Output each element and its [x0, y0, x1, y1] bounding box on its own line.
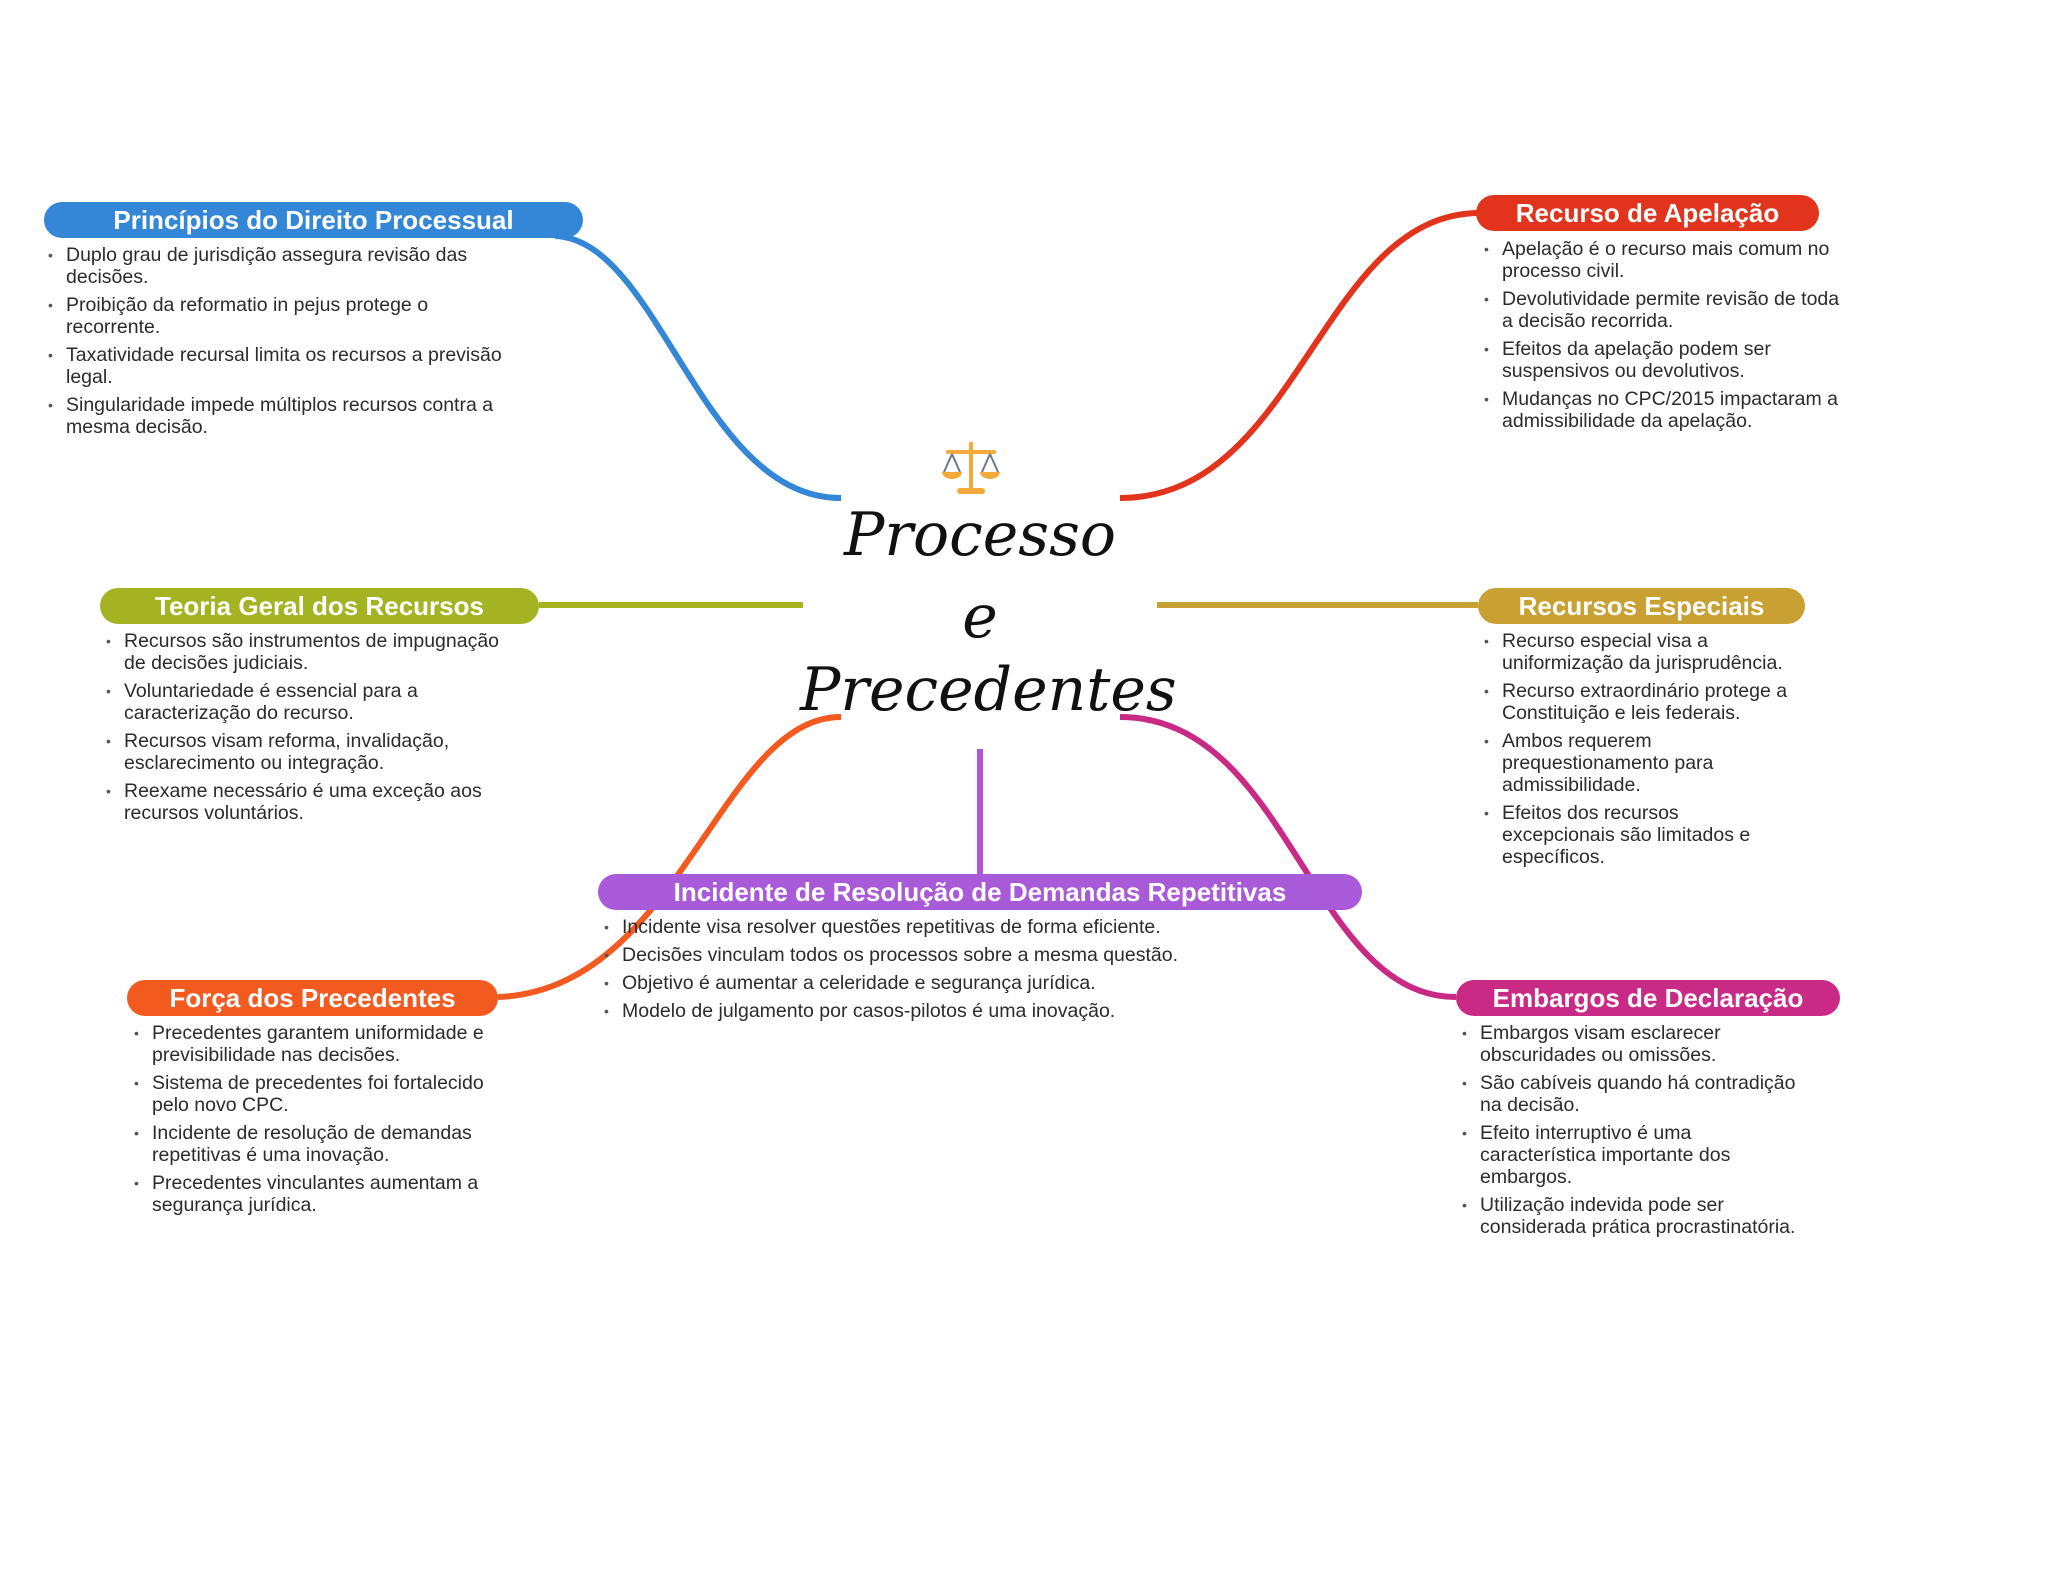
- note: Recurso extraordinário protege a Constit…: [1484, 680, 1792, 724]
- note: São cabíveis quando há contradição na de…: [1462, 1072, 1810, 1116]
- note: Recurso especial visa a uniformização da…: [1484, 630, 1792, 674]
- link-apelacao: [1119, 210, 1481, 501]
- topic-irdr[interactable]: Incidente de Resolução de Demandas Repet…: [598, 874, 1362, 910]
- central-title-line-3: Precedentes: [800, 655, 1177, 725]
- note: Efeitos dos recursos excepcionais são li…: [1484, 802, 1792, 868]
- note: Decisões vinculam todos os processos sob…: [604, 944, 1202, 966]
- note: Voluntariedade é essencial para a caract…: [106, 680, 514, 724]
- note: Taxatividade recursal limita os recursos…: [48, 344, 506, 388]
- notes-irdr: Incidente visa resolver questões repetit…: [604, 916, 1202, 1028]
- topic-teoria[interactable]: Teoria Geral dos Recursos: [100, 588, 539, 624]
- note: Efeito interruptivo é uma característica…: [1462, 1122, 1810, 1188]
- note: Apelação é o recurso mais comum no proce…: [1484, 238, 1842, 282]
- notes-embargos: Embargos visam esclarecer obscuridades o…: [1462, 1022, 1810, 1244]
- note: Proibição da reformatio in pejus protege…: [48, 294, 506, 338]
- note: Mudanças no CPC/2015 impactaram a admiss…: [1484, 388, 1842, 432]
- topic-precedentes[interactable]: Força dos Precedentes: [127, 980, 498, 1016]
- balance-scale-icon: [942, 442, 1000, 494]
- note: Duplo grau de jurisdição assegura revisã…: [48, 244, 506, 288]
- note: Singularidade impede múltiplos recursos …: [48, 394, 506, 438]
- note: Objetivo é aumentar a celeridade e segur…: [604, 972, 1202, 994]
- note: Utilização indevida pode ser considerada…: [1462, 1194, 1810, 1238]
- note: Embargos visam esclarecer obscuridades o…: [1462, 1022, 1810, 1066]
- note: Incidente de resolução de demandas repet…: [134, 1122, 492, 1166]
- note: Incidente visa resolver questões repetit…: [604, 916, 1202, 938]
- note: Modelo de julgamento por casos-pilotos é…: [604, 1000, 1202, 1022]
- link-embargos: [1119, 714, 1457, 1000]
- note: Precedentes vinculantes aumentam a segur…: [134, 1172, 492, 1216]
- topic-apelacao[interactable]: Recurso de Apelação: [1476, 195, 1819, 231]
- notes-apelacao: Apelação é o recurso mais comum no proce…: [1484, 238, 1842, 438]
- central-title-line-2: e: [962, 582, 998, 652]
- topic-especiais[interactable]: Recursos Especiais: [1478, 588, 1805, 624]
- notes-especiais: Recurso especial visa a uniformização da…: [1484, 630, 1792, 874]
- notes-principios: Duplo grau de jurisdição assegura revisã…: [48, 244, 506, 444]
- notes-precedentes: Precedentes garantem uniformidade e prev…: [134, 1022, 492, 1222]
- link-principios: [554, 233, 842, 501]
- note: Reexame necessário é uma exceção aos rec…: [106, 780, 514, 824]
- note: Devolutividade permite revisão de toda a…: [1484, 288, 1842, 332]
- note: Efeitos da apelação podem ser suspensivo…: [1484, 338, 1842, 382]
- note: Recursos são instrumentos de impugnação …: [106, 630, 514, 674]
- note: Sistema de precedentes foi fortalecido p…: [134, 1072, 492, 1116]
- note: Precedentes garantem uniformidade e prev…: [134, 1022, 492, 1066]
- note: Ambos requerem prequestionamento para ad…: [1484, 730, 1792, 796]
- notes-teoria: Recursos são instrumentos de impugnação …: [106, 630, 514, 830]
- central-title-line-1: Processo: [844, 500, 1116, 570]
- link-precedentes: [497, 714, 842, 1000]
- topic-principios[interactable]: Princípios do Direito Processual: [44, 202, 583, 238]
- topic-embargos[interactable]: Embargos de Declaração: [1456, 980, 1840, 1016]
- note: Recursos visam reforma, invalidação, esc…: [106, 730, 514, 774]
